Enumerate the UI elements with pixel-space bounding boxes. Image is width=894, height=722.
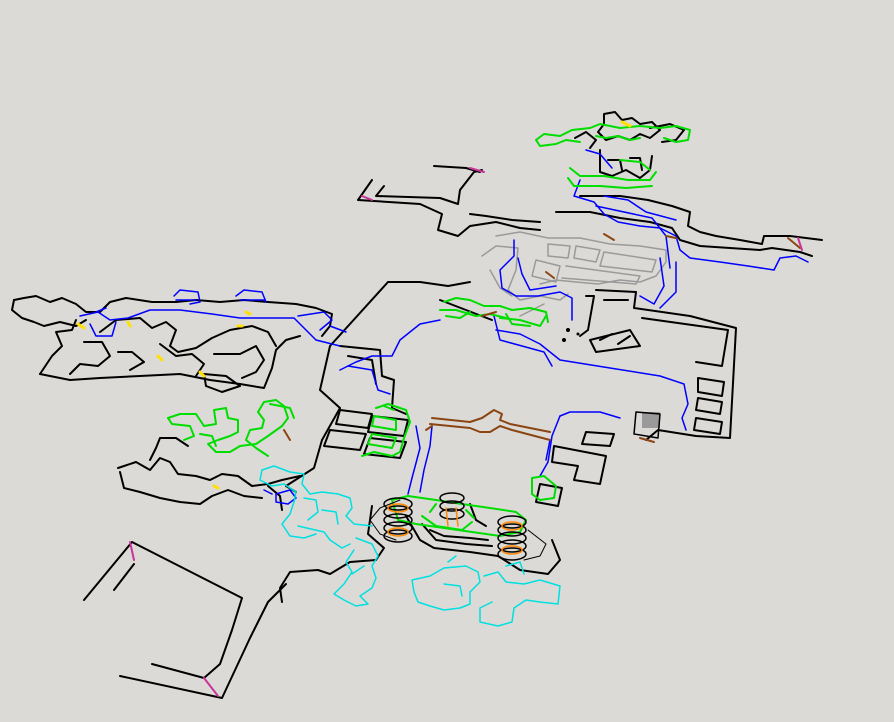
item-lines	[76, 120, 632, 490]
secret-lines	[167, 123, 691, 537]
teleporter-lines	[259, 465, 561, 627]
pillar-markers	[387, 503, 523, 555]
pillar-right	[497, 515, 527, 561]
door-lines	[283, 233, 801, 443]
locked-door-lines	[129, 167, 803, 697]
map-dots	[562, 328, 580, 342]
floor-change-lines	[79, 149, 809, 505]
unseen-lines	[481, 231, 667, 317]
pillar-center	[439, 492, 465, 520]
gray-block	[642, 412, 660, 428]
outer-ring	[369, 499, 547, 561]
wall-lines	[11, 111, 823, 699]
gray-block-outline	[633, 411, 661, 439]
